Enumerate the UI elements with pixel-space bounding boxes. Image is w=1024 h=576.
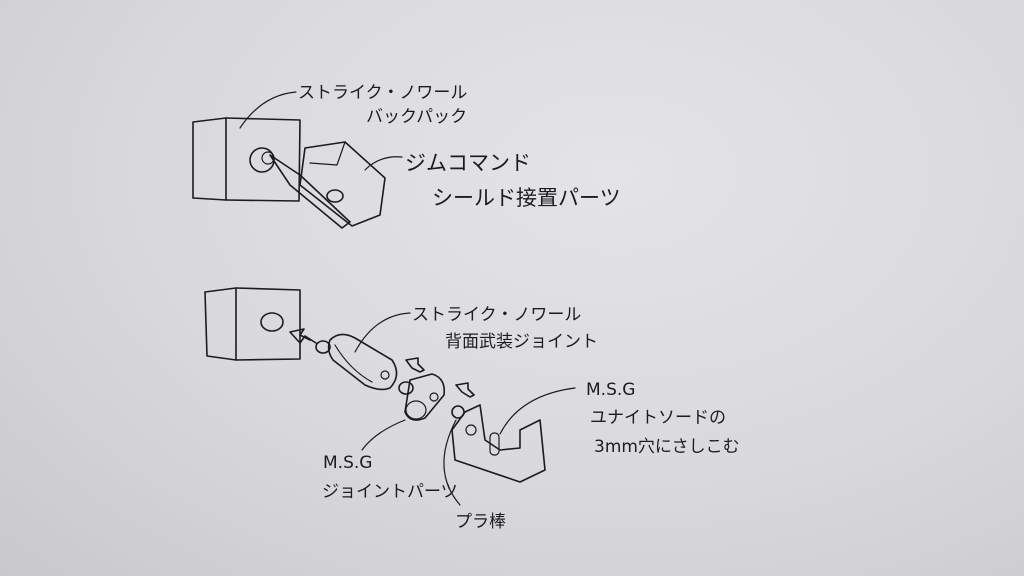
msg-joint-part-drawing [398, 373, 446, 421]
label-msg-sword-1: M.S.G [586, 380, 635, 400]
arrow-icon [455, 382, 475, 398]
label-backpack-1: ストライク・ノワール [298, 83, 467, 103]
leader-line-shield [364, 156, 403, 171]
backpack-drawing [192, 117, 301, 202]
label-joint-1: ストライク・ノワール [412, 305, 581, 325]
arrow-icon [405, 357, 425, 373]
label-backpack-2: バックパック [366, 107, 467, 127]
shield-part-drawing [269, 141, 386, 229]
label-joint-2: 背面武装ジョイント [445, 332, 598, 352]
leader-line-joint [354, 312, 411, 353]
label-shield-2: シールド接置パーツ [432, 186, 621, 210]
arrow-icon [289, 328, 317, 344]
back-weapon-joint-drawing [315, 333, 398, 391]
backpack-box-drawing [204, 287, 301, 361]
label-shield-1: ジムコマンド [405, 151, 531, 175]
label-msg-joint-1: M.S.G [323, 453, 372, 473]
bracket-drawing [451, 404, 546, 483]
label-msg-joint-2: ジョイントパーツ [322, 482, 458, 502]
leader-line-msg-sword [499, 387, 576, 435]
label-msg-sword-2: ユナイトソードの [590, 408, 726, 428]
label-plastic-rod: プラ棒 [455, 512, 506, 532]
leader-line-plastic-rod [443, 419, 461, 506]
leader-line-msg-joint [361, 419, 406, 451]
leader-line-backpack [239, 91, 297, 129]
label-msg-sword-3: 3mm穴にさしこむ [594, 437, 740, 457]
